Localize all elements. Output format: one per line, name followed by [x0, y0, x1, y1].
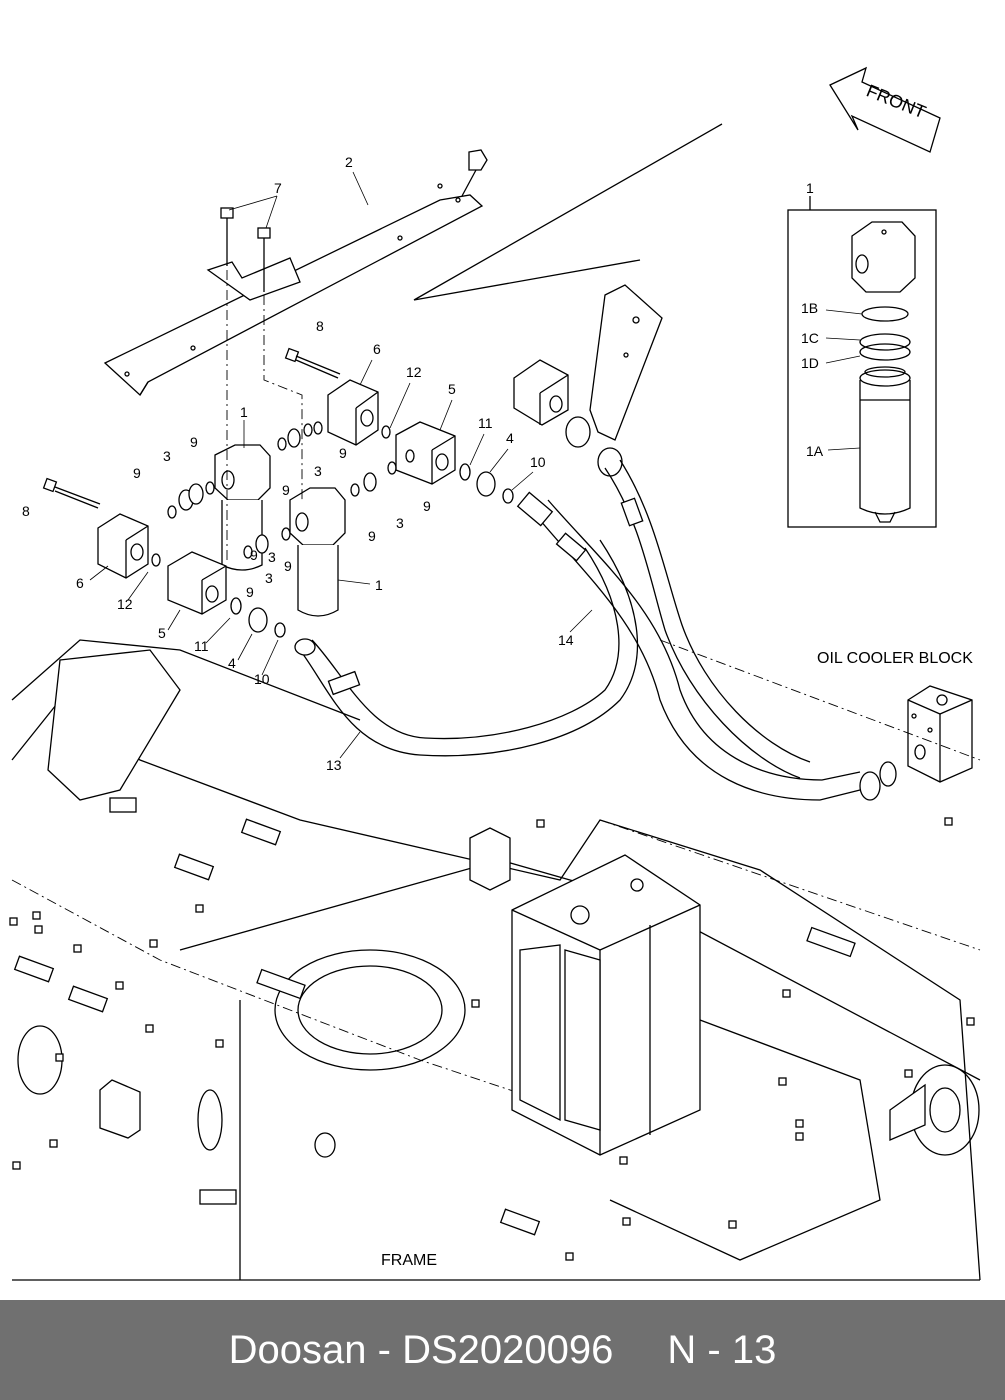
- oil-cooler-block: [907, 685, 973, 783]
- callout-12-top: 12: [406, 364, 422, 380]
- callout-3-a: 3: [163, 448, 171, 464]
- callout-11-left: 11: [194, 638, 209, 654]
- callout-7: 7: [274, 180, 282, 196]
- fittings-and-orings: [151, 421, 514, 638]
- front-arrow-icon: FRONT: [829, 66, 941, 153]
- callout-5-left: 5: [158, 625, 166, 641]
- filter-detail-inset: [787, 196, 937, 528]
- callout-4-top: 4: [506, 430, 514, 446]
- callout-10-left: 10: [254, 671, 270, 687]
- parts-diagram: FRONT: [9, 66, 981, 1281]
- upper-right-bracket: [513, 284, 663, 477]
- assembly-leader: [413, 123, 723, 301]
- callout-13: 13: [326, 757, 342, 773]
- callout-9-c: 9: [339, 445, 347, 461]
- oil-cooler-block-label: OIL COOLER BLOCK: [817, 650, 973, 667]
- callout-9-g: 9: [246, 584, 254, 600]
- callout-10-top: 10: [530, 454, 546, 470]
- callout-8-top: 8: [316, 318, 324, 334]
- callout-9-f: 9: [368, 528, 376, 544]
- page-number-text: N - 13: [667, 1327, 777, 1372]
- callout-1-mid: 1: [375, 577, 383, 593]
- callout-11-top: 11: [478, 415, 493, 431]
- frame-label: FRAME: [381, 1252, 437, 1269]
- filter-assembly-middle: [289, 487, 371, 617]
- callout-3-b: 3: [314, 463, 322, 479]
- callout-1b: 1B: [801, 300, 818, 316]
- hose-part-14: [516, 459, 897, 801]
- callout-3-c: 3: [396, 515, 404, 531]
- callout-1a: 1A: [806, 443, 824, 459]
- callout-5-top: 5: [448, 381, 456, 397]
- hose-part-13: [294, 539, 638, 757]
- block-part-5-left: [167, 551, 227, 615]
- bolt-part-8: [42, 347, 341, 509]
- callout-9-d: 9: [282, 482, 290, 498]
- footer-bar: Doosan - DS2020096 N - 13: [0, 1300, 1005, 1400]
- callout-2: 2: [345, 154, 353, 170]
- block-part-6-upper: [327, 379, 379, 446]
- frame-bolt-icons: [9, 817, 975, 1261]
- callout-3-e: 3: [268, 549, 276, 565]
- machine-frame: [11, 639, 981, 1281]
- callout-9-h: 9: [284, 558, 292, 574]
- block-part-6-left: [97, 513, 149, 579]
- callout-9-e: 9: [423, 498, 431, 514]
- callout-numbers: 1 1B 1C 1D 1A 2 7 8 6 12 5 1 9 3 9 3 9 1…: [22, 154, 824, 773]
- callout-4-left: 4: [228, 655, 236, 671]
- callout-1d: 1D: [801, 355, 819, 371]
- block-part-5-upper: [395, 421, 456, 485]
- callout-6-top: 6: [373, 341, 381, 357]
- callout-1-inset: 1: [806, 180, 814, 196]
- callout-9-a: 9: [190, 434, 198, 450]
- callout-1c: 1C: [801, 330, 819, 346]
- center-lines: [226, 270, 303, 560]
- callout-8-left: 8: [22, 503, 30, 519]
- bracket-part-2: [103, 149, 488, 397]
- callout-leader-lines: [89, 359, 593, 759]
- callout-9-b: 9: [133, 465, 141, 481]
- callout-6-left: 6: [76, 575, 84, 591]
- callout-9-i: 9: [250, 547, 258, 563]
- callout-12-left: 12: [117, 596, 133, 612]
- part-number-text: Doosan - DS2020096: [228, 1327, 614, 1372]
- exploded-view-drawing: FRONT: [9, 66, 981, 1281]
- callout-14: 14: [558, 632, 574, 648]
- callout-1-left: 1: [240, 404, 248, 420]
- callout-3-d: 3: [265, 570, 273, 586]
